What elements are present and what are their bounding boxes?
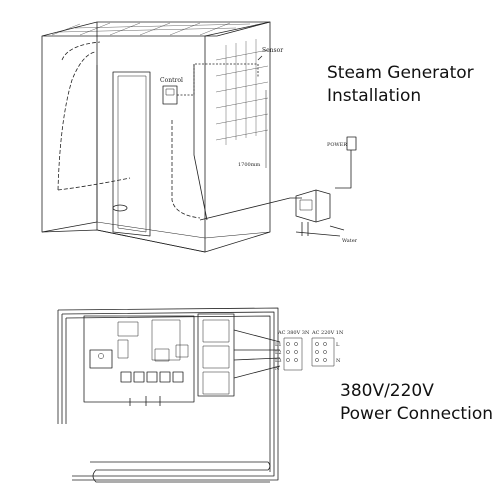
power-connection-title-line2: Power Connection — [340, 404, 493, 424]
terminal-l1-label: L1 — [275, 342, 282, 348]
ac220-label: AC 220V 1N — [311, 330, 344, 336]
terminal-n-label: N — [275, 366, 280, 372]
wiring-diagram — [57, 307, 335, 483]
power-connection-title-line1: 380V/220V — [340, 381, 434, 401]
ac380-label: AC 380V 3N — [277, 330, 310, 336]
sensor-label: Sensor — [262, 47, 283, 54]
installation-title-line1: Steam Generator — [327, 63, 474, 83]
control-label: Control — [160, 77, 183, 84]
installation-title-line2: Installation — [327, 86, 422, 106]
terminal-l2-label: L2 — [275, 350, 282, 356]
installation-title: Steam Generator Installation — [327, 62, 474, 108]
power-connection-title: 380V/220V Power Connection — [340, 380, 493, 426]
terminal-l-label: L — [336, 342, 340, 348]
terminal-l3-label: L3 — [275, 358, 282, 364]
height-label: 1700mm — [238, 162, 260, 168]
terminal-n2-label: N — [336, 358, 341, 364]
steam-room — [41, 21, 357, 253]
power-switch-label: POWER — [327, 142, 347, 148]
terminal-screws — [286, 342, 327, 362]
water-label: Water — [342, 238, 358, 244]
